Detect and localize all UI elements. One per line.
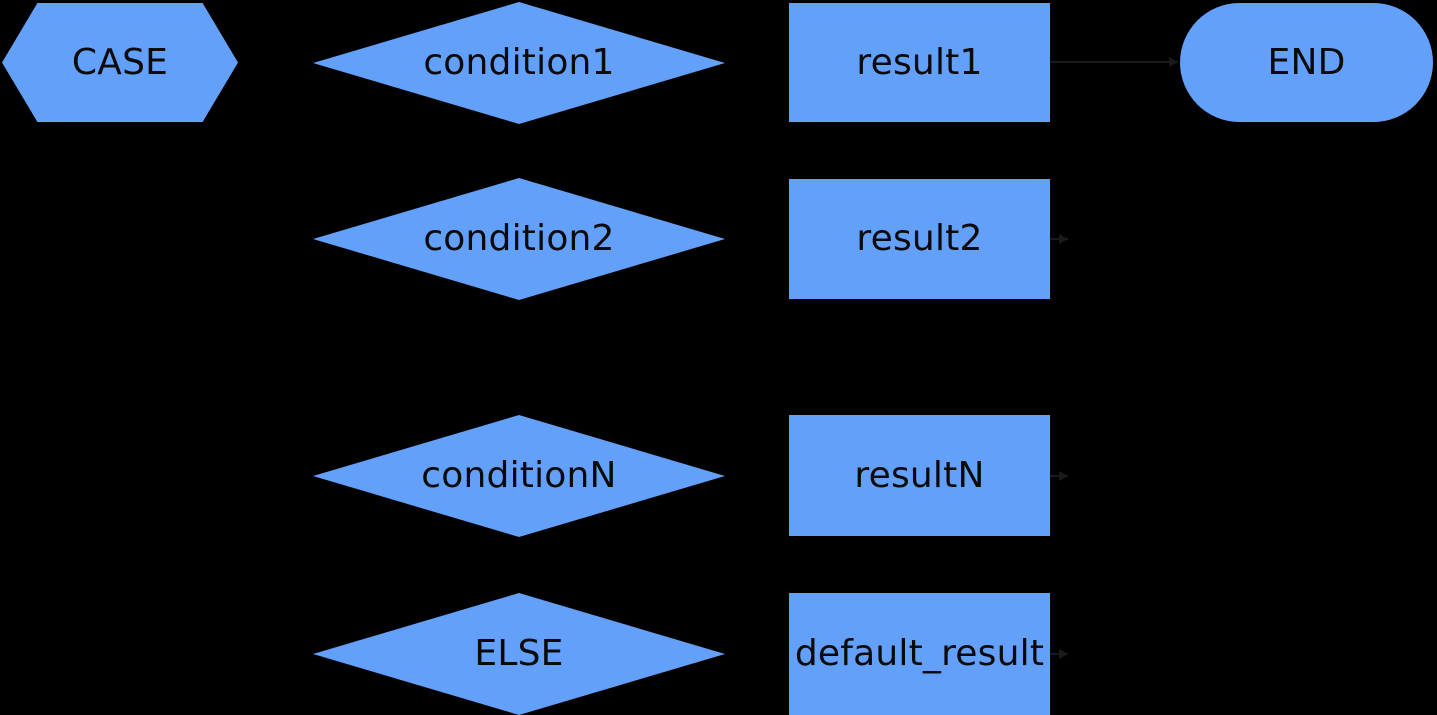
node-label-condition2: condition2 [423, 218, 615, 259]
node-label-condition1: condition1 [423, 42, 615, 83]
node-label-end: END [1267, 41, 1346, 83]
node-else[interactable]: ELSE [313, 593, 725, 715]
node-condition1[interactable]: condition1 [313, 2, 725, 124]
node-label-default_result: default_result [794, 633, 1045, 674]
node-conditionN[interactable]: conditionN [313, 415, 725, 537]
node-resultN[interactable]: resultN [789, 415, 1050, 536]
arrowhead-icon [1059, 649, 1068, 659]
arrowhead-icon [1059, 471, 1068, 481]
node-label-case: CASE [71, 41, 169, 83]
node-label-else: ELSE [474, 633, 564, 674]
node-label-result1: result1 [856, 41, 983, 83]
arrowhead-icon [1059, 234, 1068, 244]
node-condition2[interactable]: condition2 [313, 178, 725, 300]
arrowhead-icon [1169, 57, 1178, 67]
node-result2[interactable]: result2 [789, 179, 1050, 299]
connector-result1-to-end [1050, 61, 1178, 63]
node-end[interactable]: END [1180, 3, 1433, 122]
node-default_result[interactable]: default_result [789, 593, 1050, 715]
node-label-resultN: resultN [854, 454, 985, 496]
node-label-result2: result2 [856, 218, 983, 259]
node-label-conditionN: conditionN [421, 455, 617, 496]
node-case[interactable]: CASE [2, 3, 238, 122]
node-result1[interactable]: result1 [789, 3, 1050, 122]
